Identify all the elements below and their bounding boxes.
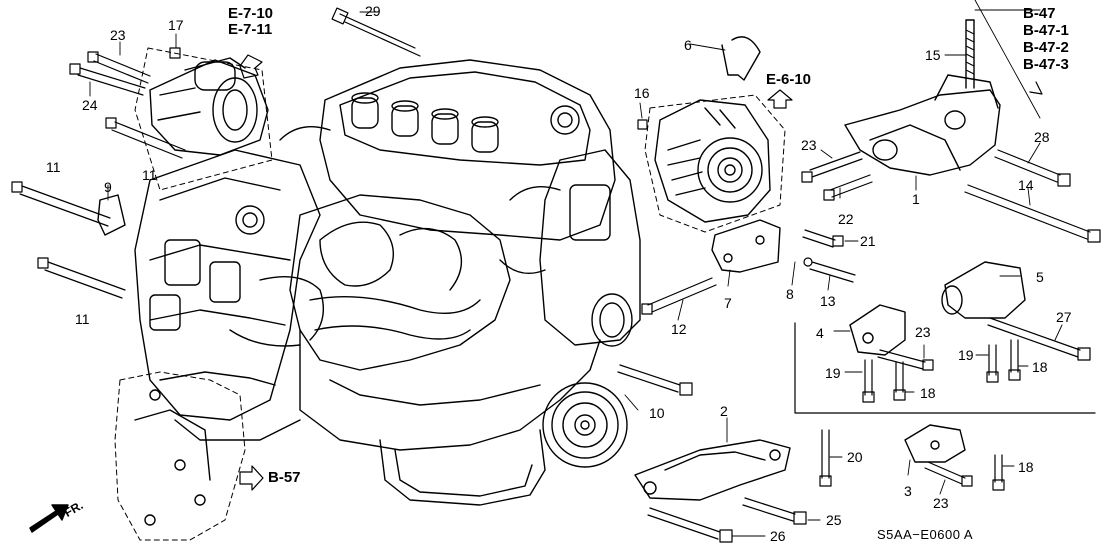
alternator-dashed-frame [644,94,786,233]
part-23[interactable]: 23 [933,495,949,511]
bracket-2 [634,439,791,501]
part-18[interactable]: 18 [1018,459,1034,475]
part-20[interactable]: 20 [847,449,863,465]
engine-mount-1-drawing [844,74,1001,176]
bracket-7 [711,219,781,273]
part-12[interactable]: 12 [671,321,687,337]
part-10[interactable]: 10 [649,405,665,421]
bracket-9 [97,194,126,236]
starter-dashed-frame [134,47,273,191]
subdiagram-box [794,322,1096,414]
reference-arrows [239,54,1043,491]
bolts [11,7,1101,543]
ref-b47[interactable]: B-47 [1023,5,1056,22]
ref-e6-10[interactable]: E-6-10 [766,71,812,88]
part-21[interactable]: 21 [860,233,876,249]
engine-block-drawing [134,59,641,506]
part-11[interactable]: 11 [46,159,61,175]
part-3[interactable]: 3 [904,483,912,499]
part-8[interactable]: 8 [786,286,794,302]
part-13[interactable]: 13 [820,293,836,309]
part-23[interactable]: 23 [915,324,931,340]
alternator-drawing [654,99,771,223]
part-14[interactable]: 14 [1018,177,1034,193]
part-24[interactable]: 24 [82,97,98,113]
ref-b47-3[interactable]: B-47-3 [1023,56,1069,73]
front-arrow-icon [29,504,69,533]
part-26[interactable]: 26 [770,528,786,544]
ref-b47-1[interactable]: B-47-1 [1023,22,1069,39]
ref-e7-10[interactable]: E-7-10 [228,5,274,22]
part-11[interactable]: 11 [75,311,90,327]
part-25[interactable]: 25 [826,512,842,528]
part-18[interactable]: 18 [920,385,936,401]
part-27[interactable]: 27 [1056,309,1072,325]
part-28[interactable]: 28 [1034,129,1050,145]
belt-part [721,36,761,81]
part-11[interactable]: 11 [142,167,157,183]
ref-e7-11[interactable]: E-7-11 [228,21,273,38]
mount-5 [944,261,1026,319]
part-15[interactable]: 15 [925,47,941,63]
part-16[interactable]: 16 [634,85,650,101]
part-19[interactable]: 19 [825,365,841,381]
starter-motor-drawing [149,57,269,156]
diagram-code: S5AA−E0600 A [877,527,973,542]
part-29[interactable]: 29 [365,3,381,19]
part-4[interactable]: 4 [816,325,824,341]
bracket-4 [849,304,906,356]
part-17[interactable]: 17 [168,17,184,33]
part-2[interactable]: 2 [720,403,728,419]
part-19[interactable]: 19 [958,347,974,363]
bracket-3 [904,424,966,463]
part-23[interactable]: 23 [801,137,817,153]
part-18[interactable]: 18 [1032,359,1048,375]
ref-b47-2[interactable]: B-47-2 [1023,39,1069,56]
ref-b57[interactable]: B-57 [268,469,301,486]
transmission-cover-outline [114,371,246,541]
part-5[interactable]: 5 [1036,269,1044,285]
part-9[interactable]: 9 [104,179,112,195]
part-6[interactable]: 6 [684,37,692,53]
leader-lines [89,0,1063,537]
part-7[interactable]: 7 [724,295,732,311]
part-22[interactable]: 22 [838,211,854,227]
part-23[interactable]: 23 [110,27,126,43]
part-1[interactable]: 1 [912,191,920,207]
